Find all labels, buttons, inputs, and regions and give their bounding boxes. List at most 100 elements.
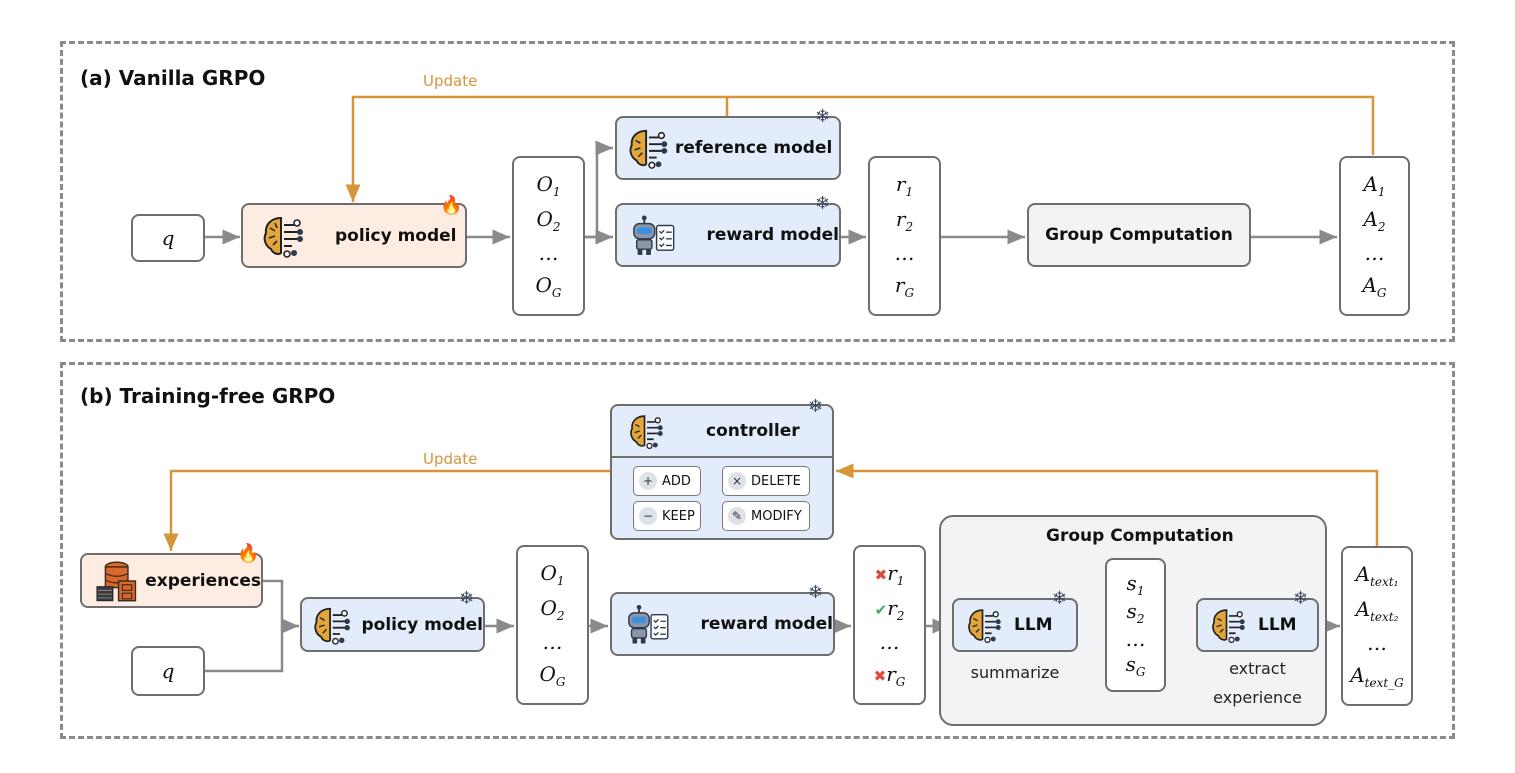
summaries-box: s1 s2 … sG [1105,558,1166,692]
brain-circuit-icon [263,216,303,258]
panel-vanilla-grpo [60,41,1455,342]
brain-circuit-icon [314,607,350,645]
outputs-box: O1 O2 … OG [512,156,585,316]
query-symbol: q [161,226,175,250]
snowflake-icon: ❄ [1293,588,1309,609]
experiences-box[interactable]: experiences [80,553,263,608]
brain-circuit-icon [1212,609,1245,644]
text-advantage-item: Atext_G [1350,663,1404,691]
policy-model-label: policy model [361,614,484,635]
controller-label: controller [706,421,800,441]
reward-item-wrong: ✖r1 [874,560,905,588]
text-advantages-box: Atext₁ Atext₂ … Atext_G [1341,546,1413,706]
panel-b-title: (b) Training-free GRPO [80,384,336,408]
text-advantage-item: Atext₂ [1355,596,1399,624]
reference-model-label: reference model [675,138,833,158]
panel-training-free-grpo [60,362,1455,739]
output-item: O1 [536,171,561,199]
output-item: O1 [540,560,565,588]
panel-b-update-arrows [163,463,1379,551]
output-item: OG [535,273,562,301]
rewards-box: r1 r2 … rG [868,156,941,316]
minus-icon: − [639,507,657,525]
group-computation-title: Group Computation [1046,526,1234,546]
query-symbol: q [161,659,175,683]
summary-item: sG [1125,652,1146,680]
advantage-item: A2 [1363,206,1386,234]
cross-icon: ✖ [874,565,888,584]
brain-circuit-icon [629,129,668,169]
output-item: OG [539,662,566,690]
snowflake-icon: ❄ [808,582,824,603]
panel-b-update-label: Update [423,450,478,468]
policy-model-label: policy model [335,225,457,246]
pencil-icon: ✎ [728,507,746,525]
reward-item: rG [894,273,915,301]
advantages-box: A1 A2 … AG [1339,156,1410,316]
reward-item-wrong: ✖rG [873,662,906,690]
llm-label: LLM [1258,615,1297,635]
advantage-item: A1 [1363,171,1386,199]
x-icon: × [728,472,746,490]
panel-a-update-arrow [345,95,1375,202]
brain-circuit-icon [968,609,1001,644]
reward-item: r1 [895,171,914,199]
cross-icon: ✖ [873,667,887,686]
output-item: … [538,241,559,266]
op-keep-button[interactable]: − KEEP [633,501,701,531]
llm-extract-box[interactable]: LLM [1196,598,1319,652]
reward-item: … [879,630,900,655]
op-delete-button[interactable]: × DELETE [722,466,810,496]
brain-circuit-icon [630,415,663,450]
text-advantage-item: Atext₁ [1355,561,1399,589]
op-add-button[interactable]: + ADD [633,466,701,496]
output-item: O2 [536,206,561,234]
fire-icon: 🔥 [237,543,260,564]
output-item: O2 [540,595,565,623]
op-add-label: ADD [662,473,691,489]
robot-checklist-icon [633,215,675,255]
reward-item-correct: ✔r2 [874,595,905,623]
query-box[interactable]: q [131,214,205,262]
check-icon: ✔ [874,600,888,619]
panel-a-title: (a) Vanilla GRPO [80,66,266,90]
reward-item: … [894,241,915,266]
llm-summarize-box[interactable]: LLM [952,598,1078,652]
reward-model-box[interactable]: reward model [610,592,835,656]
snowflake-icon: ❄ [815,193,831,214]
reward-model-box[interactable]: reward model [615,203,841,267]
robot-checklist-icon [628,604,669,644]
panel-a-update-label: Update [423,72,478,90]
plus-icon: + [639,472,657,490]
reference-model-box[interactable]: reference model [615,116,841,180]
op-modify-label: MODIFY [751,508,802,524]
rewards-box: ✖r1 ✔r2 … ✖rG [853,545,926,705]
group-computation-label: Group Computation [1045,225,1233,245]
fire-icon: 🔥 [440,195,463,216]
advantage-item: AG [1362,273,1387,301]
group-computation-box[interactable]: Group Computation [1027,203,1251,267]
advantage-item: … [1364,241,1385,266]
summary-item: s2 [1126,598,1145,626]
extract-caption: extract [1229,659,1286,678]
panel-a-flow-arrows [204,140,1337,245]
experiences-label: experiences [145,570,261,591]
reward-model-label: reward model [700,614,833,634]
text-advantage-item: … [1367,631,1387,656]
policy-model-box[interactable]: policy model [241,203,467,268]
summarize-caption: summarize [970,663,1060,682]
op-keep-label: KEEP [662,508,695,524]
query-box[interactable]: q [131,646,205,696]
snowflake-icon: ❄ [459,588,475,609]
snowflake-icon: ❄ [815,106,831,127]
experience-caption: experience [1213,688,1302,707]
snowflake-icon: ❄ [1052,588,1068,609]
output-item: … [542,630,563,655]
policy-model-box[interactable]: policy model [300,597,485,652]
reward-model-label: reward model [706,225,839,245]
summary-item: s1 [1126,570,1145,598]
op-modify-button[interactable]: ✎ MODIFY [722,501,810,531]
controller-header: controller [612,406,832,458]
summary-item: … [1125,627,1146,652]
